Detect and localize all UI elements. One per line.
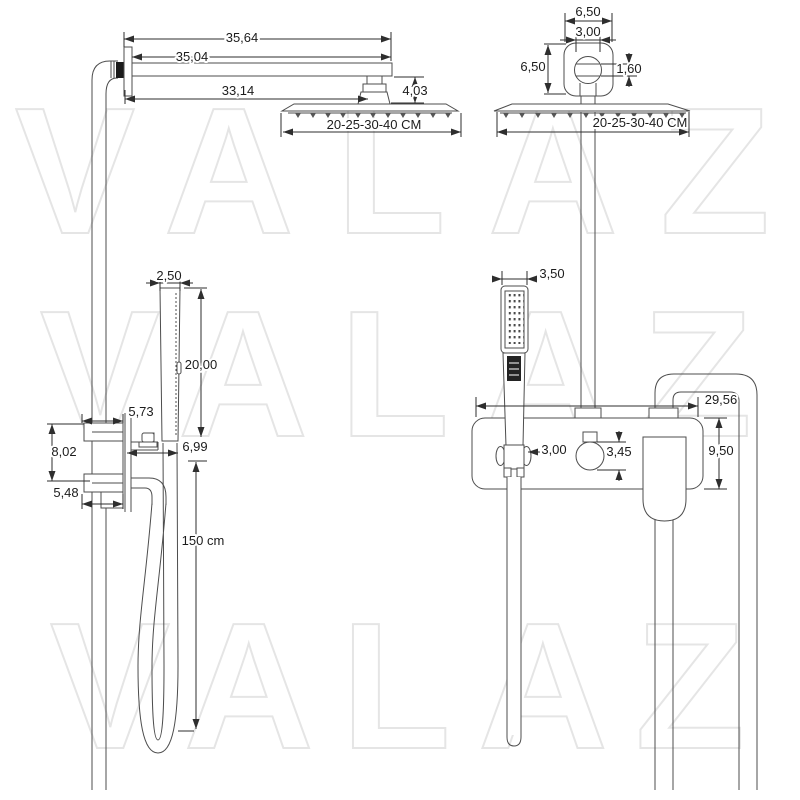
right-diagram-ceiling-mounted-shower: 6,50 3,00 6,50 1,60 20-25-30-40 CM 3,50 [471,2,758,790]
dim-label-valve-to-handle: 6,99 [182,439,207,454]
ceiling-drop-pipe [580,112,596,408]
dimension-valve-to-handle: 6,99 [127,437,210,457]
drop-pipe-collar [574,407,602,419]
dimension-arm-to-head: 33,14 [124,81,368,104]
mixer-valve [83,413,167,512]
dim-label-arm-to-head: 33,14 [222,83,255,98]
shower-hose-right [506,477,522,747]
dimension-valve-height: 8,02 [47,423,90,482]
dim-label-bar-height: 9,50 [708,443,733,458]
dim-label-arm-total: 35,64 [226,30,259,45]
spout [642,436,687,522]
dim-label-flange-height: 6,50 [520,59,545,74]
diverter-knob [575,431,605,471]
riser-pipe [91,60,118,790]
left-diagram-wall-mounted-shower: 35,64 35,04 33,14 4,03 20-25-30-40 CM 2,… [47,28,462,790]
dim-label-head-sizes-right: 20-25-30-40 CM [593,115,688,130]
dimension-valve-bottom-depth: 5,48 [51,483,124,509]
head-stub-pipe [580,96,596,104]
dimension-flange-width: 6,50 [564,2,613,42]
dim-label-handle-width-left: 2,50 [156,268,181,283]
dim-label-valve-height: 8,02 [51,444,76,459]
watermark-row-1: VALAZ [15,71,770,272]
dimension-handle-length: 20,00 [183,287,219,437]
shower-hose-left [137,442,179,754]
dimension-knob-diameter: 3,45 [597,431,634,481]
diverter-button-side [176,361,182,375]
supply-pipe [648,373,758,790]
hand-shower-left [159,287,182,442]
dimension-arm: 35,04 [132,47,391,66]
dim-label-knob-diameter: 3,45 [606,444,631,459]
dim-label-hose-length: 150 cm [182,533,225,548]
dim-label-bar-width: 29,56 [705,392,738,407]
hand-shower-bracket [138,432,158,448]
hand-shower-right [500,285,529,447]
dimension-handle-width-left: 2,50 [146,266,193,291]
dim-label-valve-bottom-depth: 5,48 [53,485,78,500]
wall-flange [123,46,133,97]
dim-label-head-offset: 4,03 [402,83,427,98]
watermark-row-3: VALAZ [50,586,745,787]
dimension-flange-height: 6,50 [518,43,566,95]
dimension-bar-width: 29,56 [475,390,739,417]
dimension-arm-total: 35,64 [123,28,392,61]
rain-shower-head-right [493,103,691,118]
hand-shower-holder [495,444,532,478]
dim-label-handle-length: 20,00 [185,357,218,372]
ball-joint [574,56,602,96]
dim-label-ball-width: 3,00 [575,24,600,39]
spray-face [506,293,524,344]
dimension-valve-top-depth: 5,73 [81,402,156,425]
dimension-ball-band: 1,60 [601,53,644,87]
dim-label-valve-top-depth: 5,73 [128,404,153,419]
dimension-handle-width-right: 3,50 [492,264,567,285]
dimension-holder-width: 3,00 [528,440,569,459]
dim-label-head-sizes-left: 20-25-30-40 CM [327,117,422,132]
dim-label-handle-width-right: 3,50 [539,266,564,281]
dim-label-flange-width: 6,50 [575,4,600,19]
shower-arm [131,62,393,77]
dimension-head-sizes-right: 20-25-30-40 CM [496,112,690,137]
dimension-hose-length: 150 cm [178,460,226,732]
dimension-head-sizes-left: 20-25-30-40 CM [280,113,462,137]
dimension-bar-height: 9,50 [704,417,736,490]
threaded-nipple [116,62,125,78]
dimension-ball-width: 3,00 [560,22,616,52]
dim-label-ball-band: 1,60 [616,61,641,76]
dim-label-holder-width: 3,00 [541,442,566,457]
rain-shower-head-left [280,103,460,118]
dimension-head-offset: 4,03 [391,76,430,104]
dim-label-arm: 35,04 [176,49,209,64]
diverter-button [507,356,521,381]
